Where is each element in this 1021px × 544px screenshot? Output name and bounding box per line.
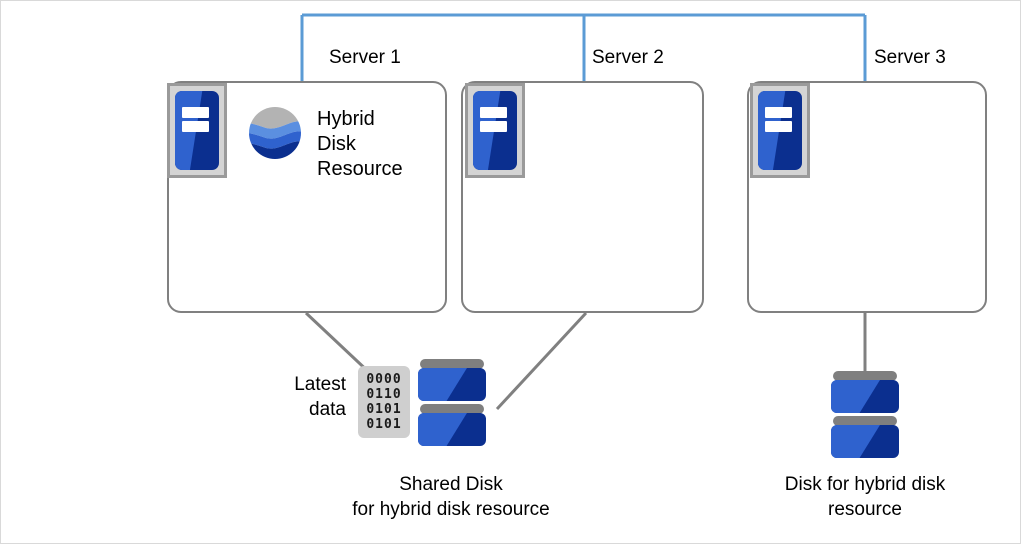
hybrid-disk-resource-globe-icon bbox=[249, 107, 301, 159]
server-icon-body bbox=[175, 91, 219, 170]
binary-data-block: 0000 0110 0101 0101 bbox=[358, 366, 410, 438]
server-3-server-icon bbox=[750, 83, 810, 178]
latest-data-line-1: Latest bbox=[294, 374, 346, 395]
disk-slab-top bbox=[418, 368, 486, 401]
shared-disk-caption-line-2: for hybrid disk resource bbox=[352, 499, 550, 520]
server-icon-bar-top bbox=[480, 106, 508, 118]
latest-data-line-2: data bbox=[309, 399, 346, 420]
disk-slab-top bbox=[831, 380, 899, 413]
server-icon-bar-bottom bbox=[182, 121, 210, 133]
disk-platter-bottom bbox=[420, 404, 484, 414]
disk-slab-bottom bbox=[831, 425, 899, 458]
resource-line-2: Disk bbox=[317, 133, 356, 155]
disk-slab-bottom bbox=[418, 413, 486, 446]
server-1-server-icon bbox=[167, 83, 227, 178]
disk-platter-top bbox=[833, 371, 897, 381]
binary-row-2: 0110 bbox=[366, 387, 402, 402]
disk-platter-bottom bbox=[833, 416, 897, 426]
server-icon-bar-top bbox=[182, 106, 210, 118]
binary-row-1: 0000 bbox=[366, 372, 402, 387]
shared-disk-caption: Shared Disk for hybrid disk resource bbox=[321, 472, 581, 522]
shared-disk-stack-icon bbox=[418, 359, 486, 457]
server3-disk-caption-line-2: resource bbox=[828, 499, 902, 520]
server-icon-body bbox=[473, 91, 517, 170]
resource-line-1: Hybrid bbox=[317, 108, 375, 130]
server3-disk-stack-icon bbox=[831, 371, 899, 469]
server-2-server-icon bbox=[465, 83, 525, 178]
latest-data-label: Latest data bbox=[241, 372, 346, 422]
disk-platter-top bbox=[420, 359, 484, 369]
server-1-label: Server 1 bbox=[329, 47, 401, 68]
server-icon-bar-bottom bbox=[480, 121, 508, 133]
server-icon-bar-top bbox=[765, 106, 793, 118]
server3-disk-caption-line-1: Disk for hybrid disk bbox=[784, 474, 946, 495]
binary-row-4: 0101 bbox=[366, 417, 402, 432]
hybrid-disk-resource-text: Hybrid Disk Resource bbox=[317, 107, 403, 182]
server-3-label: Server 3 bbox=[874, 47, 946, 68]
server3-disk-caption: Disk for hybrid disk resource bbox=[745, 472, 985, 522]
shared-disk-caption-line-1: Shared Disk bbox=[399, 474, 503, 495]
server-1-box[interactable] bbox=[167, 81, 447, 313]
resource-line-3: Resource bbox=[317, 158, 403, 180]
binary-row-3: 0101 bbox=[366, 402, 402, 417]
server-icon-bar-bottom bbox=[765, 121, 793, 133]
server-2-label: Server 2 bbox=[592, 47, 664, 68]
server-icon-body bbox=[758, 91, 802, 170]
